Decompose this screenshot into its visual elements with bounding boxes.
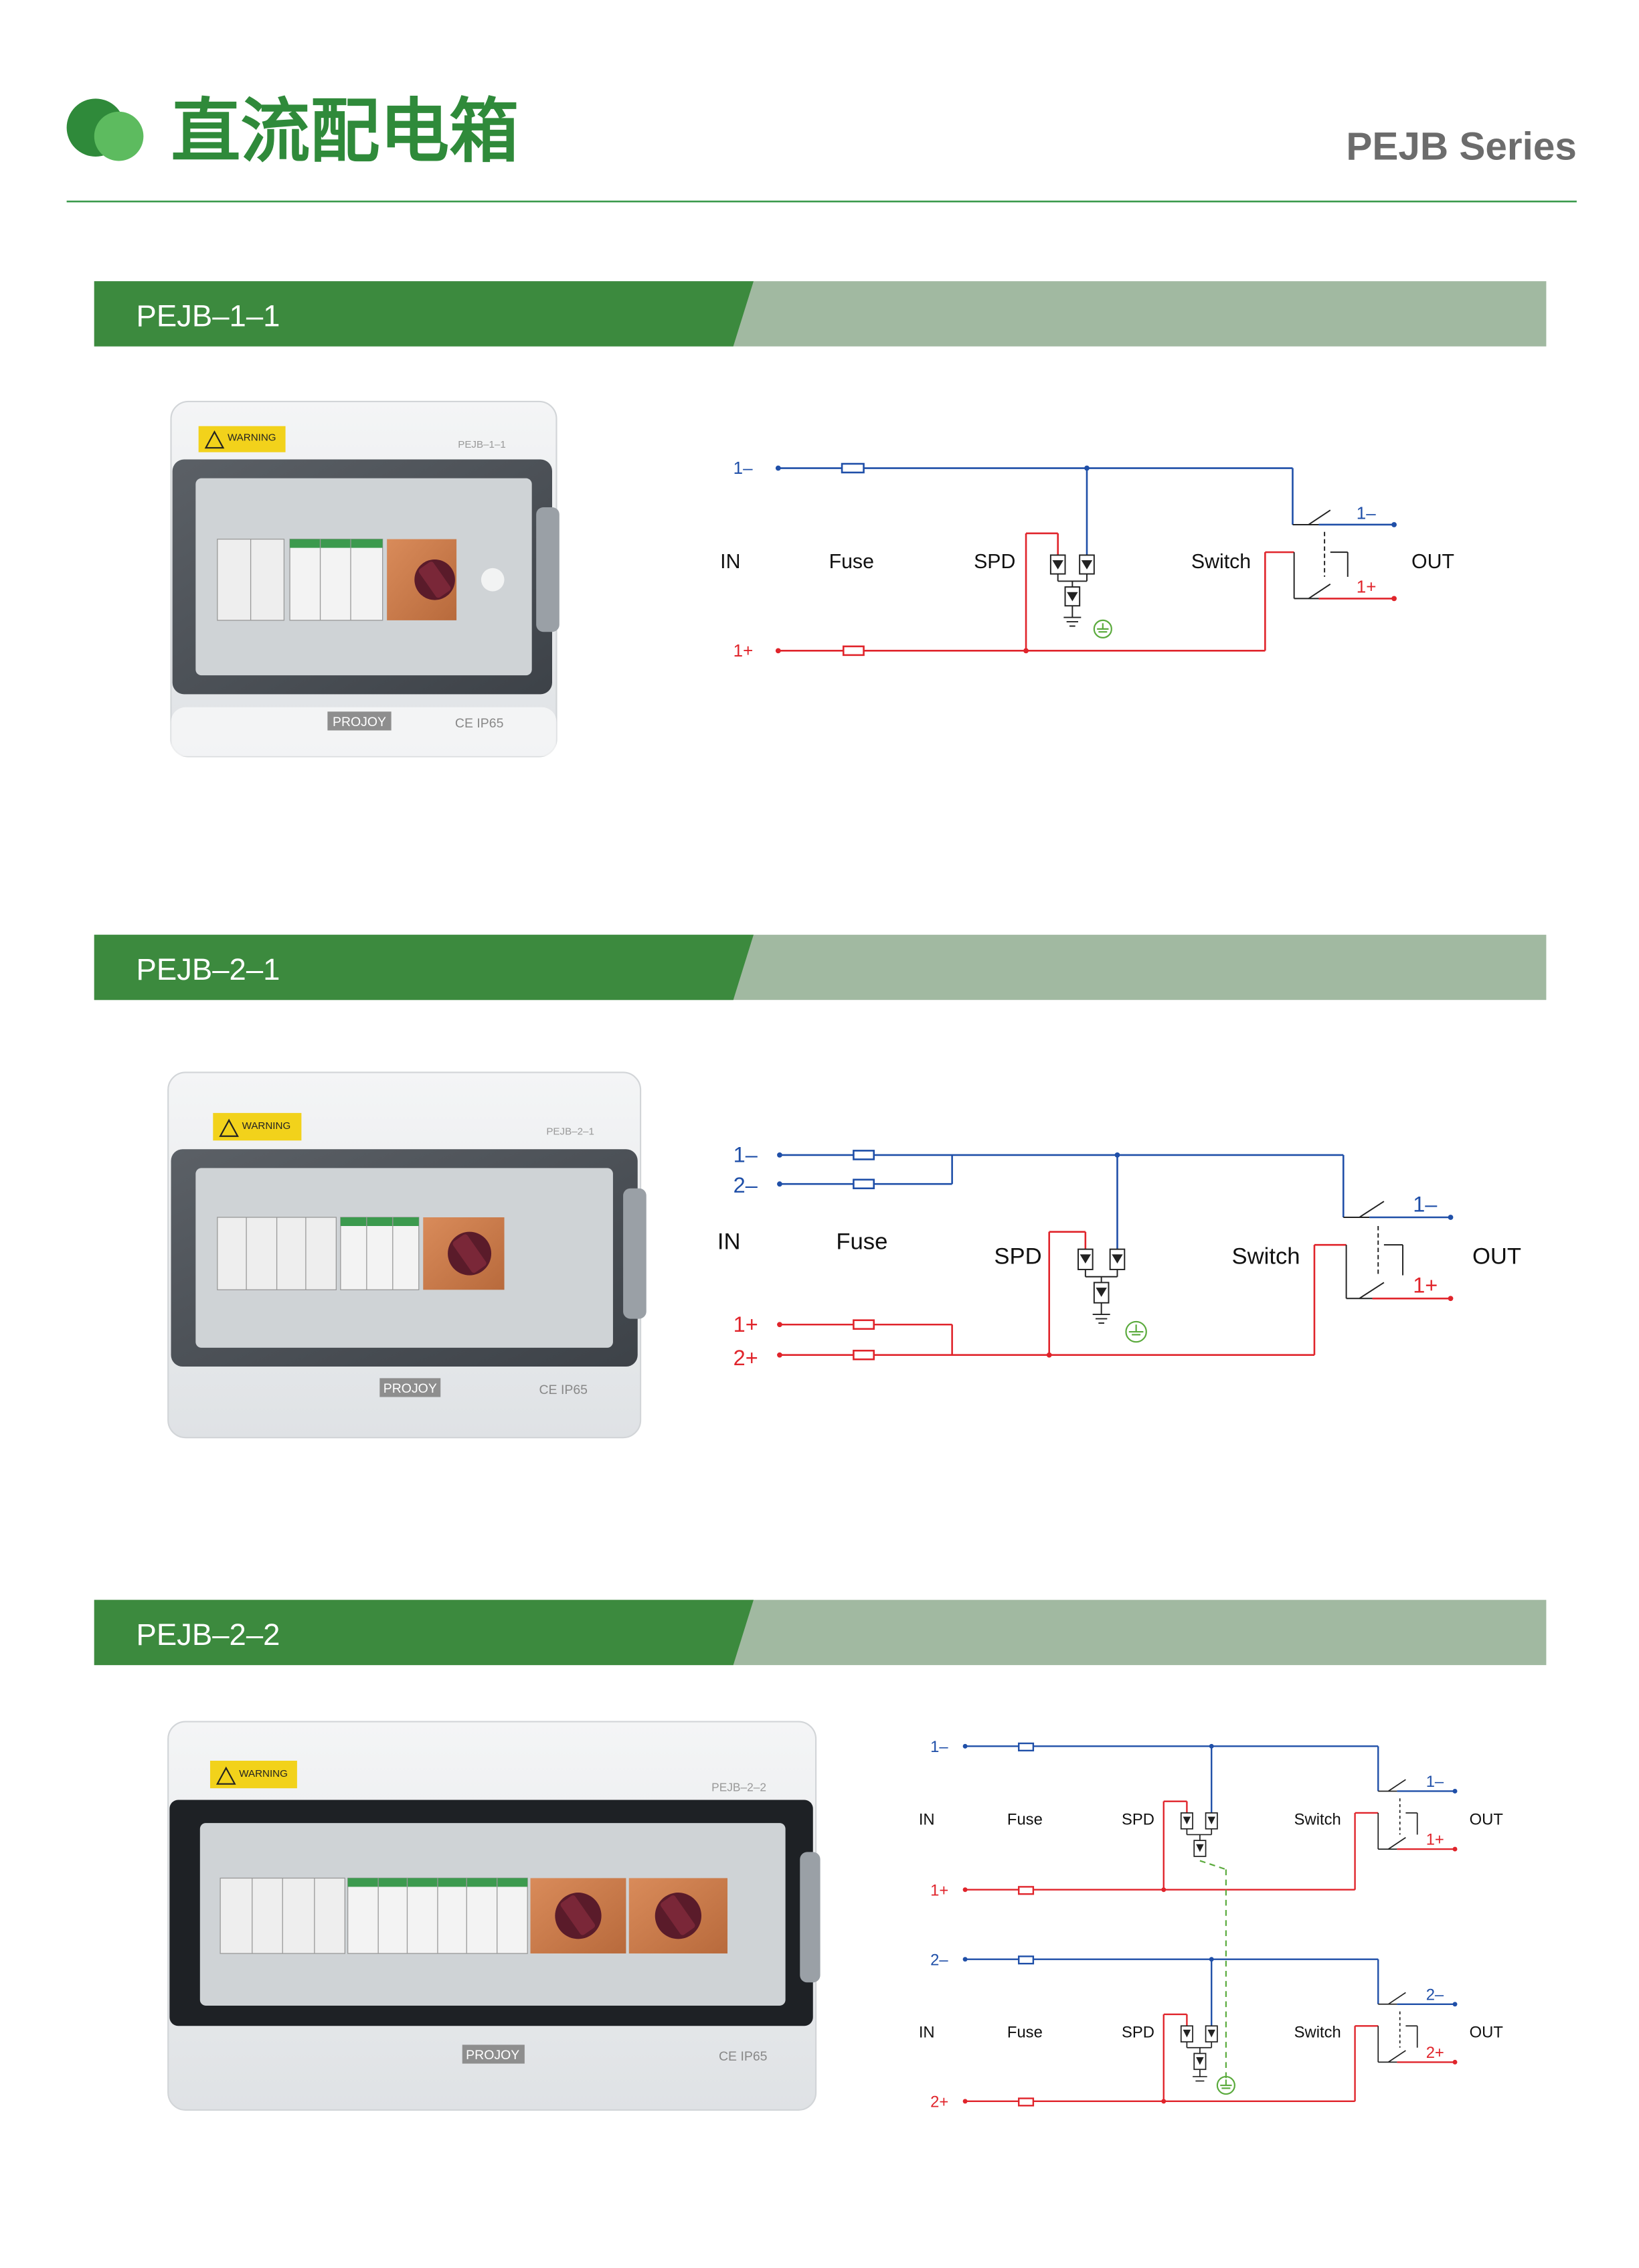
brand-plate: [462, 2044, 525, 2064]
section-pejb-2-1: PEJB–2–1 WARNING PEJB–2–1: [94, 934, 1547, 1439]
output-negative: 2–: [1426, 1986, 1444, 2004]
input-negative-1: 1–: [734, 458, 753, 478]
label-fuse: Fuse: [836, 1229, 887, 1255]
cert-marks: CE IP65: [539, 1383, 588, 1397]
positive-line: [778, 532, 1395, 657]
din-rail-components: [217, 1217, 505, 1290]
output-negative: 1–: [1413, 1192, 1438, 1216]
negative-line: [779, 1150, 1451, 1249]
warning-text: WARNING: [228, 432, 276, 443]
spd-symbol: [1049, 554, 1095, 627]
label-switch: Switch: [1294, 2024, 1341, 2042]
warning-text: WARNING: [239, 1768, 288, 1779]
cert-marks: CE IP65: [719, 2049, 768, 2064]
output-positive: 1+: [1357, 577, 1377, 597]
input-negative-2: 2–: [734, 1173, 758, 1197]
section-model: PEJB–2–2: [137, 1618, 280, 1652]
wiring-diagram: IN Fuse SPD Switch OUT 1– 1+ 1– 1+: [720, 458, 1454, 661]
label-in: IN: [717, 1229, 741, 1255]
label-in: IN: [919, 2024, 935, 2042]
brand-text: PROJOY: [466, 2048, 519, 2063]
section-banner: PEJB–2–1: [94, 934, 1547, 1000]
product-photo: WARNING PEJB–2–2: [167, 1721, 821, 2111]
label-out: OUT: [1470, 1810, 1503, 1828]
output-negative: 1–: [1426, 1773, 1444, 1791]
input-positive-1: 1+: [734, 640, 754, 661]
input-positive-1: 1+: [734, 1312, 758, 1336]
circuit-2: IN Fuse SPD Switch OUT 2– 2+ 2– 2+: [919, 1951, 1503, 2111]
switch-symbol: [1343, 1201, 1404, 1300]
section-pejb-1-1: PEJB–1–1 WARNING PEJB–1–1: [94, 281, 1547, 758]
lid-latch: [623, 1188, 646, 1319]
model-tag: PEJB–2–1: [546, 1126, 594, 1138]
label-in: IN: [720, 551, 740, 573]
spd-symbol: [1180, 2025, 1218, 2082]
positive-line: [779, 1231, 1451, 1361]
input-negative: 2–: [930, 1951, 948, 1969]
earth-icon: [1125, 1320, 1147, 1343]
page-title: 直流配电箱: [171, 91, 519, 172]
wiring-diagram: IN Fuse SPD Switch OUT 1– 2– 1+ 2+ 1– 1+: [717, 1143, 1521, 1370]
lid-latch: [536, 507, 559, 632]
cert-marks: CE IP65: [455, 716, 504, 731]
label-fuse: Fuse: [1007, 2024, 1043, 2042]
label-fuse: Fuse: [1007, 1810, 1043, 1828]
switch-symbol: [1292, 509, 1349, 600]
label-out: OUT: [1472, 1243, 1521, 1269]
earth-icon: [1093, 619, 1112, 638]
section-model: PEJB–1–1: [137, 298, 280, 333]
section-banner: PEJB–2–2: [94, 1599, 1547, 1666]
brand-text: PROJOY: [333, 715, 386, 729]
label-switch: Switch: [1191, 551, 1251, 573]
label-out: OUT: [1411, 551, 1454, 573]
label-switch: Switch: [1232, 1243, 1300, 1269]
section-banner: PEJB–1–1: [94, 281, 1547, 347]
input-positive: 2+: [930, 2093, 948, 2111]
label-in: IN: [919, 1810, 935, 1828]
output-positive: 1+: [1413, 1274, 1438, 1298]
label-fuse: Fuse: [829, 551, 874, 573]
page-header: 直流配电箱 PEJB Series: [66, 91, 1577, 203]
label-spd: SPD: [974, 551, 1015, 573]
earth-line: [1199, 1860, 1227, 2081]
label-spd: SPD: [1122, 2024, 1154, 2042]
logo-icon: [66, 98, 144, 161]
product-photo: WARNING PEJB–1–1 PROJOY CE IP65: [170, 400, 559, 758]
output-negative: 1–: [1357, 503, 1376, 523]
din-rail-components: [217, 538, 457, 621]
series-name: PEJB Series: [1346, 124, 1576, 168]
brand-plate: [379, 1378, 441, 1397]
negative-line: [778, 462, 1395, 555]
wiring-diagram: IN Fuse SPD Switch OUT 1– 1+ 1– 1+: [919, 1738, 1503, 2111]
model-tag: PEJB–2–2: [711, 1780, 766, 1794]
input-positive: 1+: [930, 1881, 948, 1899]
spd-symbol: [1077, 1248, 1126, 1324]
label-switch: Switch: [1294, 1810, 1341, 1828]
din-rail-components: [220, 1877, 728, 1954]
earth-icon: [1216, 2075, 1235, 2095]
label-out: OUT: [1470, 2024, 1503, 2042]
brand-plate: [327, 711, 392, 731]
model-tag: PEJB–1–1: [458, 439, 506, 450]
label-spd: SPD: [1122, 1810, 1154, 1828]
input-negative: 1–: [930, 1738, 948, 1756]
input-positive-2: 2+: [734, 1346, 758, 1370]
switch-symbol: [1377, 1992, 1418, 2063]
spd-symbol: [1180, 1812, 1218, 1857]
output-positive: 1+: [1426, 1831, 1444, 1849]
product-photo: WARNING PEJB–2–1 PROJOY CE IP65: [167, 1071, 646, 1439]
lid-latch: [800, 1852, 821, 1983]
label-spd: SPD: [994, 1243, 1041, 1269]
brand-text: PROJOY: [383, 1381, 437, 1396]
output-positive: 2+: [1426, 2044, 1444, 2062]
input-negative-1: 1–: [734, 1143, 758, 1167]
warning-text: WARNING: [242, 1120, 291, 1132]
circuit-1: IN Fuse SPD Switch OUT 1– 1+ 1– 1+: [919, 1738, 1503, 1899]
section-pejb-2-2: PEJB–2–2 WARNING PEJB–2–2: [94, 1599, 1547, 2111]
section-model: PEJB–2–1: [137, 952, 280, 986]
switch-symbol: [1377, 1779, 1418, 1850]
